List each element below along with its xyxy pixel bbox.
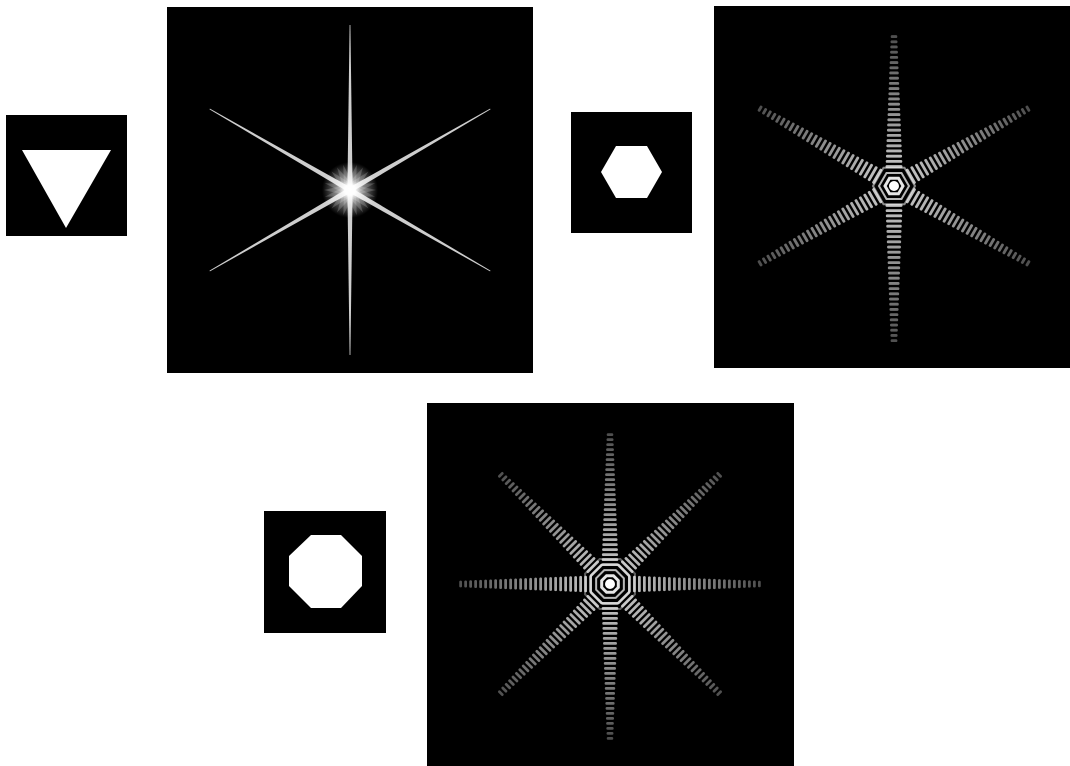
triangle-aperture-shape bbox=[22, 150, 111, 228]
diffraction-spike bbox=[494, 468, 603, 577]
diffraction-spike bbox=[886, 35, 903, 168]
diffraction-spike bbox=[602, 602, 619, 740]
diffraction-spike bbox=[885, 204, 902, 342]
hexagon-aperture-image bbox=[571, 112, 692, 233]
hexagon-diffraction-panel bbox=[714, 6, 1070, 368]
diffraction-spike bbox=[459, 576, 592, 593]
octagon-aperture-panel bbox=[264, 511, 386, 633]
hexagon-aperture-panel bbox=[571, 112, 692, 233]
hexagon-diffraction-image bbox=[714, 6, 1070, 368]
diffraction-center bbox=[889, 181, 899, 191]
triangle-diffraction-core bbox=[322, 162, 378, 218]
octagon-diffraction-panel bbox=[427, 403, 794, 766]
diffraction-spike bbox=[494, 591, 603, 700]
diffraction-spike bbox=[905, 188, 1033, 272]
diffraction-spike bbox=[602, 433, 619, 566]
octagon-diffraction-core bbox=[585, 559, 635, 609]
diffraction-spike bbox=[755, 188, 883, 272]
octagon-aperture-shape bbox=[289, 535, 362, 608]
triangle-aperture-panel bbox=[6, 115, 127, 236]
triangle-diffraction-image bbox=[167, 7, 533, 373]
diffraction-center bbox=[605, 579, 615, 589]
diffraction-spike bbox=[755, 101, 883, 185]
diffraction-spike bbox=[628, 576, 761, 593]
hexagon-aperture-shape bbox=[601, 146, 662, 198]
octagon-aperture-image bbox=[264, 511, 386, 633]
diffraction-spike bbox=[617, 591, 726, 700]
hexagon-diffraction-core bbox=[873, 168, 915, 204]
octagon-diffraction-image bbox=[427, 403, 794, 766]
triangle-diffraction-panel bbox=[167, 7, 533, 373]
diffraction-spike bbox=[617, 468, 726, 577]
diffraction-spike bbox=[905, 101, 1033, 185]
triangle-aperture-image bbox=[6, 115, 127, 236]
